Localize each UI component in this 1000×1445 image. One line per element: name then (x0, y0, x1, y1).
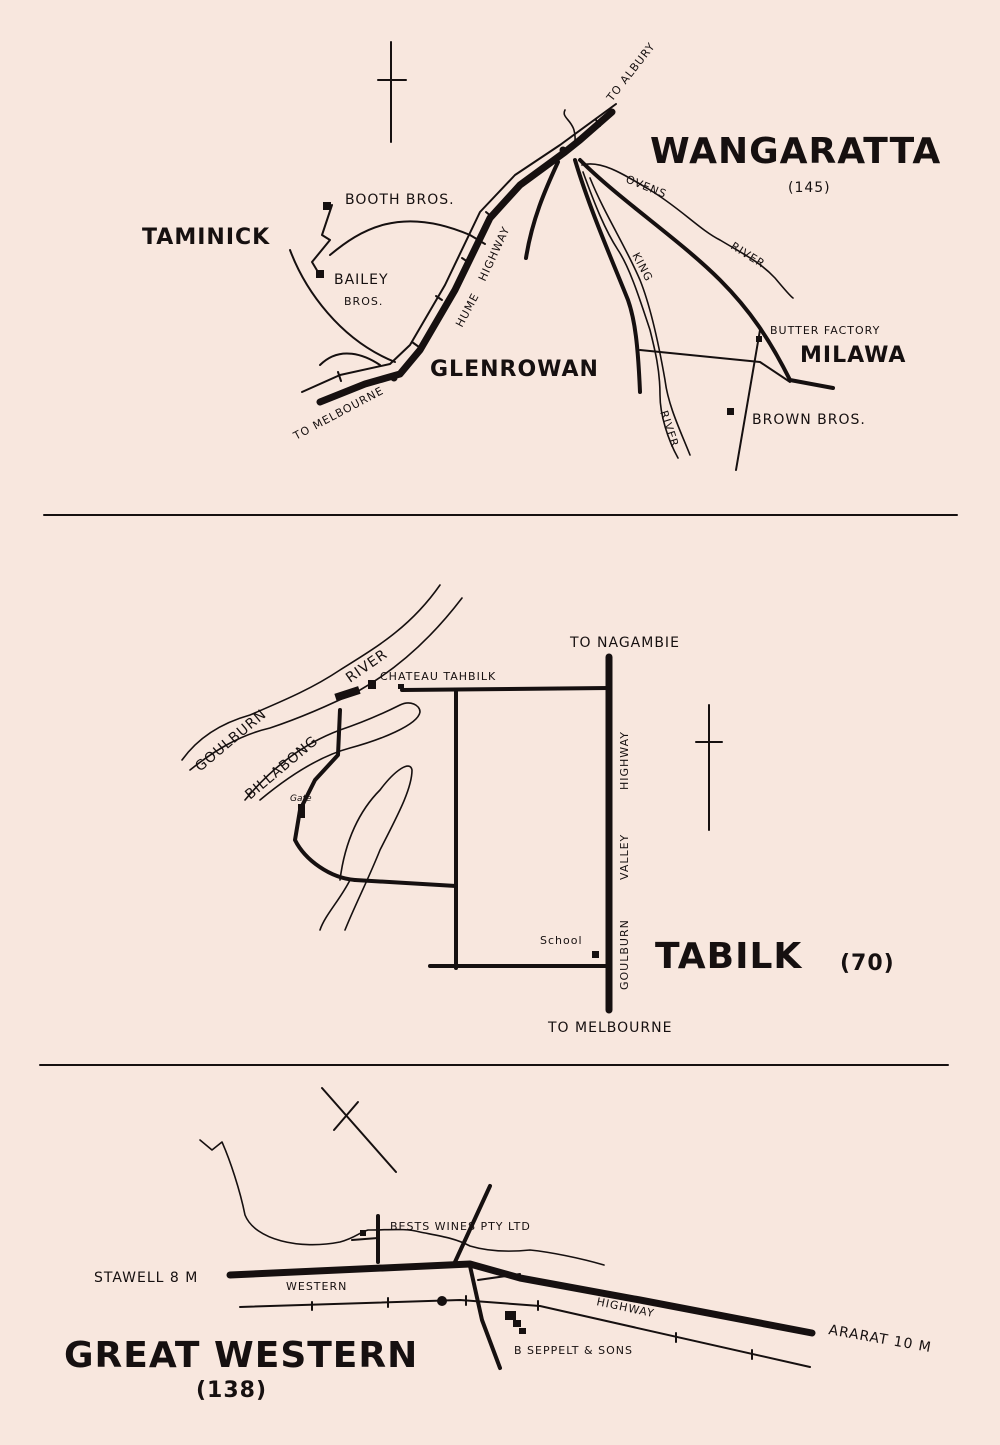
creek (199, 1139, 605, 1266)
highway-valley-label: VALLEY (618, 834, 631, 880)
railway-line (239, 1295, 811, 1368)
bailey-bros-label: BROS. (344, 295, 383, 308)
map-title-tabilk: TABILK (655, 936, 802, 977)
tabilk-roads (293, 686, 611, 970)
western-label: WESTERN (286, 1280, 347, 1293)
ararat-label: ARARAT 10 M (827, 1322, 933, 1356)
seppelt-buildings (505, 1311, 526, 1334)
hume-highway-road (301, 103, 617, 406)
brown-bros-label: BROWN BROS. (752, 412, 866, 428)
north-arrow-icon (377, 41, 407, 143)
ovens-river-label: RIVER (728, 240, 767, 271)
seppelt-label: B SEPPELT & SONS (514, 1344, 633, 1357)
map-number-wangaratta: (145) (788, 180, 831, 196)
bests-wines-label: BESTS WINES PTY LTD (390, 1220, 531, 1233)
bests-wines-marker (360, 1230, 366, 1236)
school-marker (592, 951, 599, 958)
highway-label: HIGHWAY (618, 731, 631, 790)
taminick-roads (289, 204, 486, 366)
bailey-label: BAILEY (334, 272, 389, 288)
gate-marker (298, 804, 305, 818)
brown-bros-winery (727, 408, 734, 415)
to-albury-label: TO ALBURY (604, 40, 658, 105)
western-highway (226, 1260, 816, 1337)
ovens-river (563, 109, 794, 299)
map-wangaratta: TO ALBURY WANGARATTA (145) BOOTH BROS. T… (142, 40, 941, 471)
milawa-label: MILAWA (800, 343, 906, 368)
butter-factory-label: BUTTER FACTORY (770, 324, 880, 337)
highway-goulburn-label: GOULBURN (618, 919, 631, 990)
to-nagambie-label: TO NAGAMBIE (569, 635, 680, 651)
great-western-roads (351, 1184, 521, 1370)
map-title-great-western: GREAT WESTERN (64, 1335, 418, 1376)
king-river (582, 171, 691, 459)
billabong (244, 702, 421, 931)
map-number-tabilk: (70) (840, 951, 895, 976)
map-number-great-western: (138) (196, 1378, 267, 1403)
north-arrow-icon (695, 704, 723, 831)
bailey-bros-winery (316, 270, 324, 278)
map-title-wangaratta: WANGARATTA (650, 131, 941, 172)
ovens-label: OVENS (624, 173, 669, 201)
booth-bros-winery (323, 202, 331, 210)
north-arrow-icon (321, 1087, 397, 1173)
wangaratta-roads (524, 158, 835, 471)
school-label: School (540, 934, 583, 947)
gate-label: Gate (290, 794, 312, 804)
map-tabilk: TO NAGAMBIE GOULBURN RIVER CHATEAU TAHBI… (181, 584, 895, 1036)
chateau-tahbilk-buildings (334, 680, 404, 702)
glenrowan-label: GLENROWAN (430, 357, 599, 382)
king-river-label: RIVER (657, 409, 681, 449)
chateau-tahbilk-label: CHATEAU TAHBILK (380, 670, 496, 683)
goulburn-label: GOULBURN (192, 706, 270, 775)
goulburn-river (181, 584, 463, 771)
to-melbourne-label: TO MELBOURNE (547, 1020, 672, 1036)
hume-label: HUME (453, 291, 482, 330)
taminick-label: TAMINICK (142, 225, 270, 250)
booth-bros-label: BOOTH BROS. (345, 192, 455, 208)
map-great-western: BESTS WINES PTY LTD STAWELL 8 M WESTERN … (64, 1087, 933, 1403)
stawell-label: STAWELL 8 M (94, 1270, 198, 1286)
butter-factory-marker (756, 336, 762, 342)
